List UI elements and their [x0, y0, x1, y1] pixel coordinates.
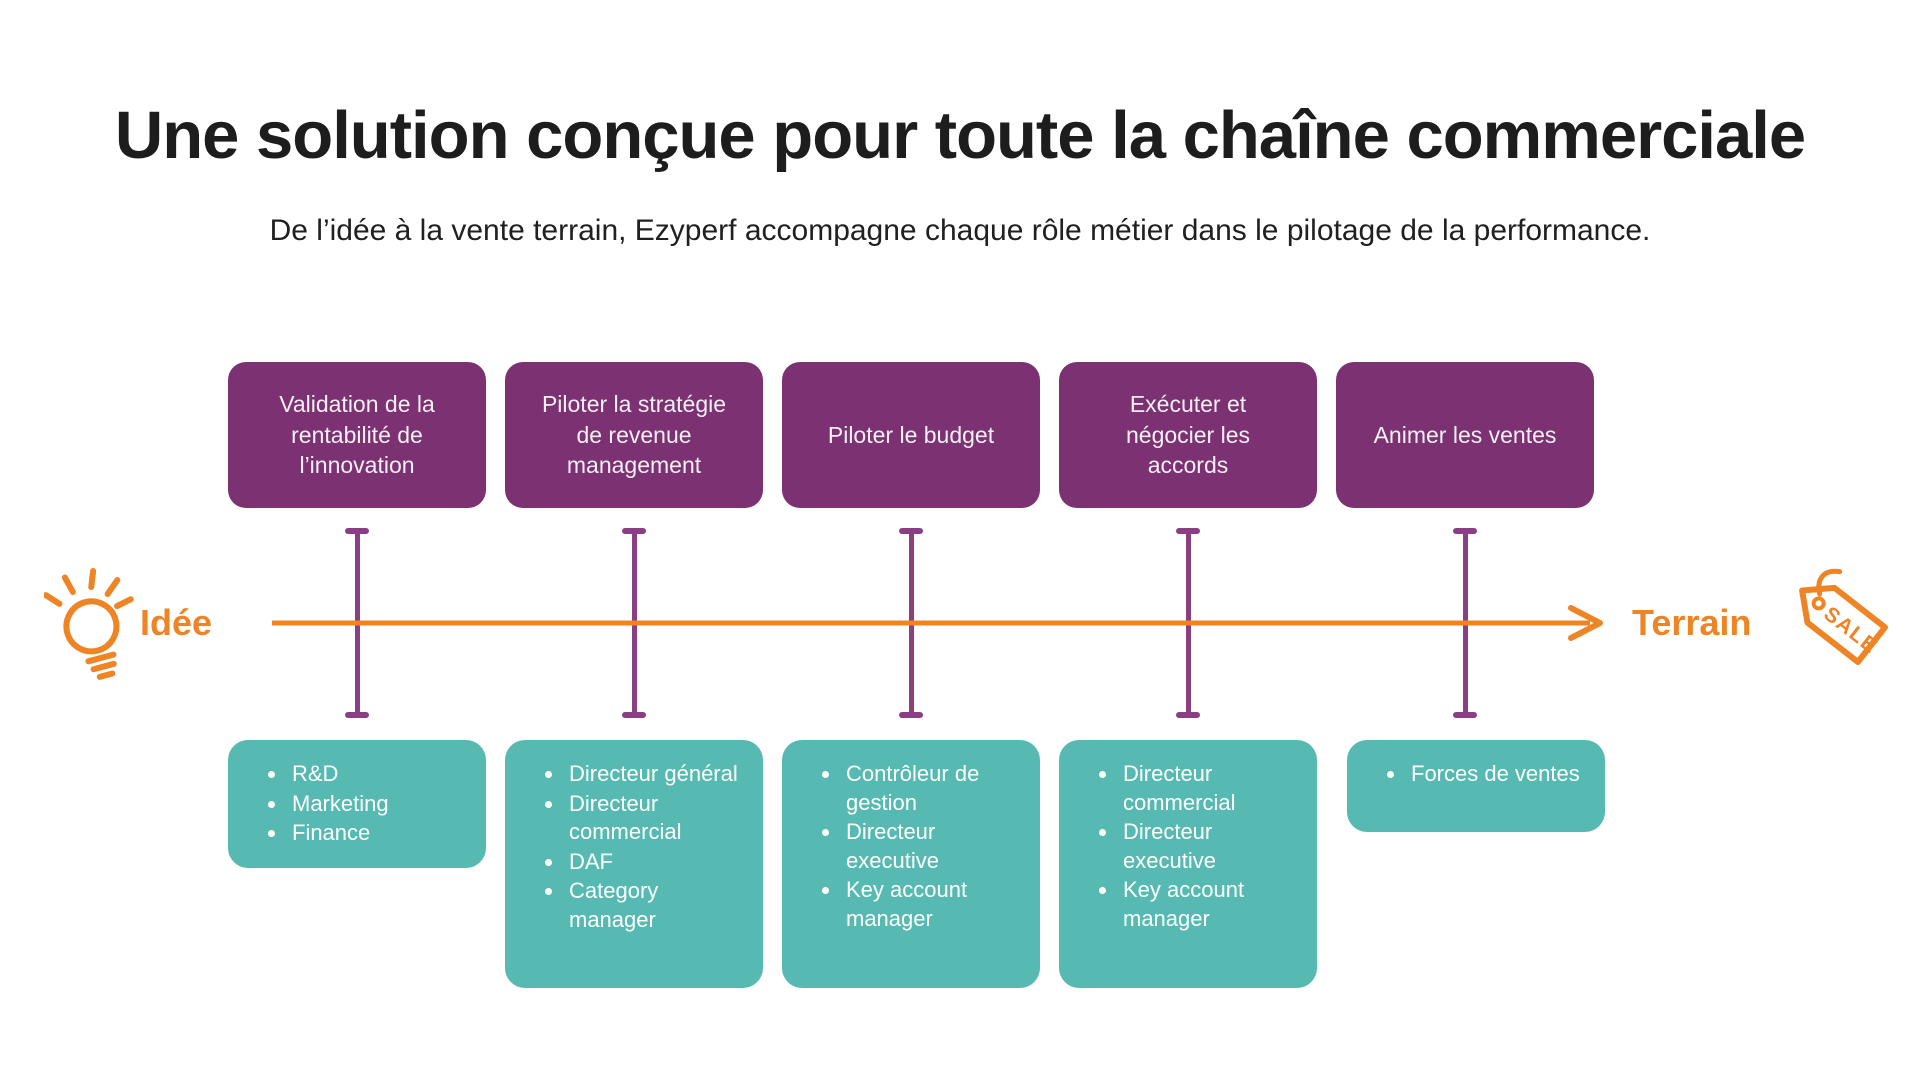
task-card: Validation de la rentabilité de l’innova… — [228, 362, 486, 508]
chain-column: Piloter le budget Contrôleur de gestionD… — [782, 362, 1040, 1022]
role-item: Key account manager — [842, 876, 1018, 933]
task-label: Exécuter et négocier les accords — [1125, 391, 1251, 479]
sale-tag-text: SALE — [1819, 602, 1882, 658]
task-label: Piloter la stratégie de revenue manageme… — [541, 391, 727, 479]
role-item: Directeur commercial — [1119, 760, 1295, 817]
role-item: DAF — [565, 848, 741, 877]
task-card: Piloter le budget — [782, 362, 1040, 508]
role-item: Directeur executive — [1119, 818, 1295, 875]
page-title: Une solution conçue pour toute la chaîne… — [114, 97, 1806, 173]
roles-card: R&DMarketingFinance — [228, 740, 486, 868]
role-item: Directeur général — [565, 760, 741, 789]
roles-card: Directeur généralDirecteur commercialDAF… — [505, 740, 763, 988]
chain-column: Exécuter et négocier les accords Directe… — [1059, 362, 1317, 1022]
role-item: Directeur executive — [842, 818, 1018, 875]
role-item: Contrôleur de gestion — [842, 760, 1018, 817]
axis-end-label: Terrain — [1632, 602, 1752, 643]
lightbulb-icon — [44, 568, 134, 680]
chain-column: Validation de la rentabilité de l’innova… — [228, 362, 486, 1022]
task-card: Animer les ventes — [1336, 362, 1594, 508]
roles-card: Contrôleur de gestionDirecteur executive… — [782, 740, 1040, 988]
role-item: Marketing — [288, 790, 464, 819]
task-card: Exécuter et négocier les accords — [1059, 362, 1317, 508]
role-item: Forces de ventes — [1407, 760, 1583, 789]
task-label: Validation de la rentabilité de l’innova… — [279, 391, 435, 479]
role-item: Key account manager — [1119, 876, 1295, 933]
arrowhead-icon — [1568, 605, 1603, 641]
task-card: Piloter la stratégie de revenue manageme… — [505, 362, 763, 508]
roles-card: Forces de ventes — [1347, 740, 1605, 832]
task-label: Piloter le budget — [827, 421, 995, 448]
role-item: Finance — [288, 819, 464, 848]
task-label: Animer les ventes — [1373, 421, 1557, 448]
role-item: R&D — [288, 760, 464, 789]
chain-column: Animer les ventes Forces de ventes — [1336, 362, 1605, 1022]
role-item: Category manager — [565, 877, 741, 934]
timeline-axis — [272, 605, 1603, 641]
roles-card: Directeur commercialDirecteur executiveK… — [1059, 740, 1317, 988]
role-item: Directeur commercial — [565, 790, 741, 847]
chain-column: Piloter la stratégie de revenue manageme… — [505, 362, 763, 1022]
page-subtitle: De l’idée à la vente terrain, Ezyperf ac… — [269, 214, 1651, 247]
sale-tag-icon: SALE — [1799, 568, 1888, 666]
axis-start-label: Idée — [140, 602, 213, 643]
